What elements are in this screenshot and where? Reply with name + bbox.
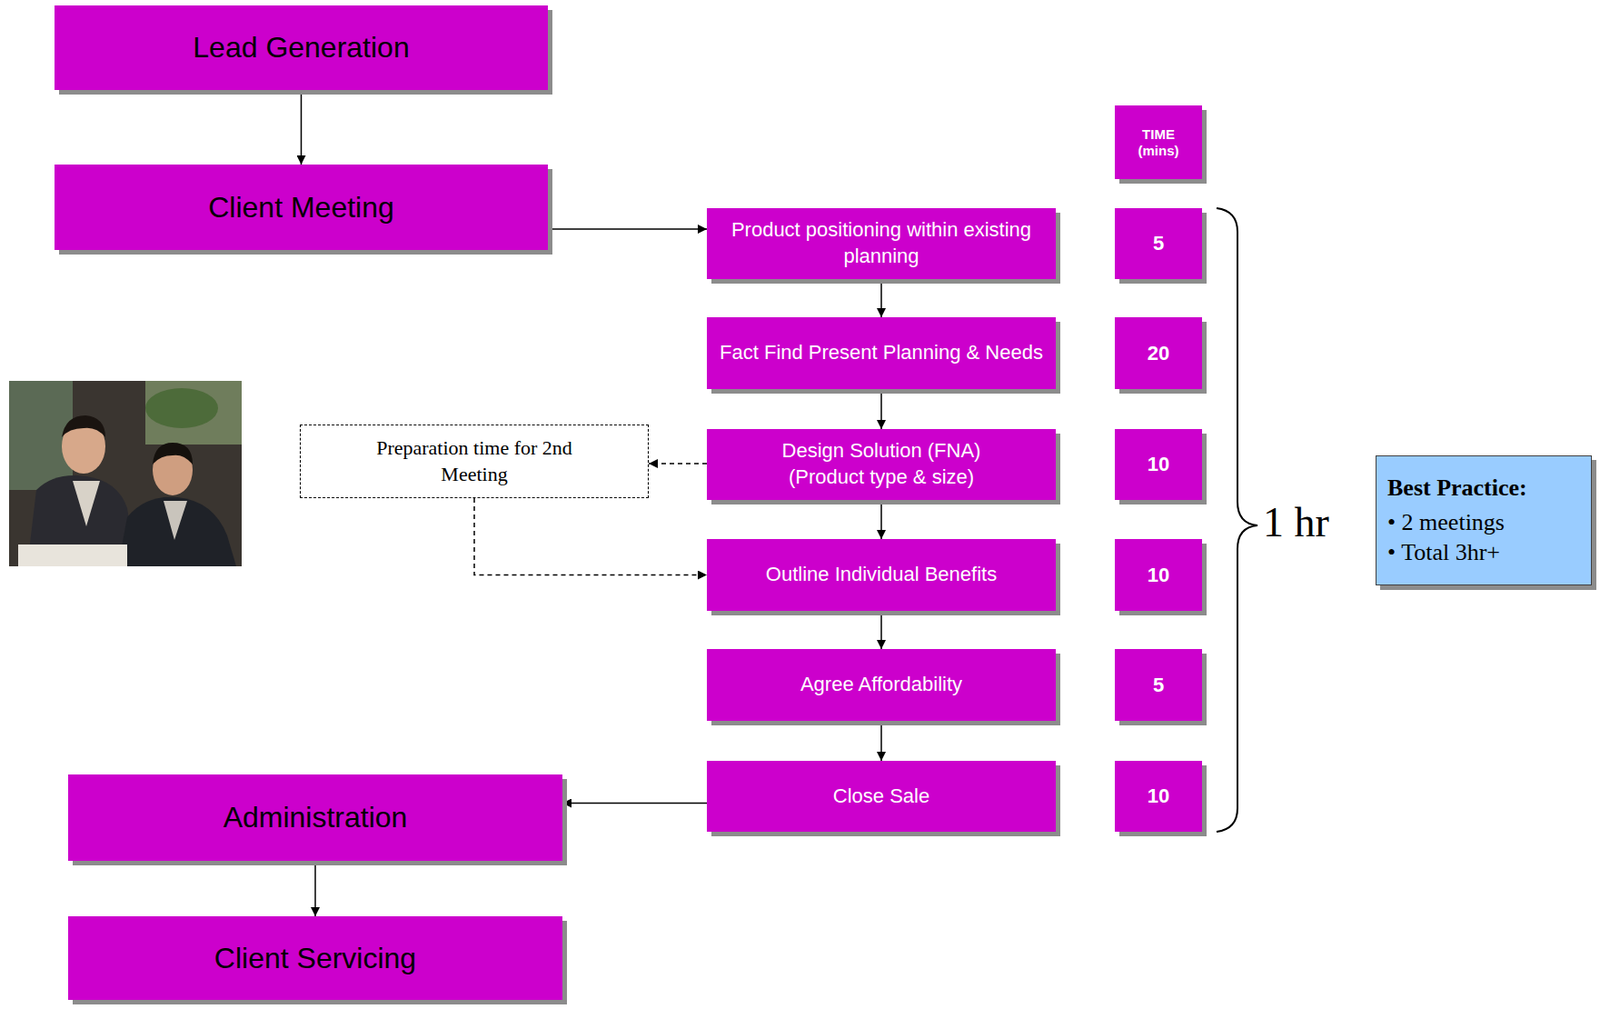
photo-papers [18, 544, 128, 567]
duration-label: 1 hr [1262, 497, 1330, 547]
dashed-arrow [474, 497, 707, 576]
person-left-hair [61, 415, 106, 438]
box-text: Design Solution (FNA) (Product type & si… [758, 437, 1004, 490]
time-box: 10 [1114, 760, 1203, 832]
stage-box: Administration [68, 774, 563, 861]
time-box: 5 [1114, 648, 1203, 721]
box-line: • 2 meetings [1387, 506, 1505, 538]
time-box: 20 [1114, 317, 1203, 389]
box-text: Fact Find Present Planning & Needs [719, 339, 1044, 367]
box-text: Preparation time for 2nd Meeting [374, 435, 575, 487]
box-text: 10 [1147, 784, 1170, 808]
column-header: TIME (mins) [1114, 105, 1203, 179]
flow-arrow [880, 499, 883, 539]
box-text: Product positioning within existing plan… [717, 217, 1045, 269]
person-left-shirt [72, 480, 100, 527]
process-box: Fact Find Present Planning & Needs [706, 317, 1056, 389]
flow-arrow [300, 89, 303, 165]
meeting-photo [9, 380, 242, 567]
photo-leaves [145, 387, 219, 428]
flow-arrow [880, 278, 883, 318]
process-box: Close Sale [706, 760, 1056, 832]
stage-box: Lead Generation [54, 5, 548, 90]
photo-background [9, 380, 242, 567]
flow-arrow [547, 228, 707, 230]
time-box: 10 [1114, 428, 1203, 500]
box-text: 5 [1152, 673, 1164, 697]
flow-arrow [880, 388, 883, 429]
flow-arrow [880, 610, 883, 649]
process-box: Design Solution (FNA) (Product type & si… [706, 428, 1056, 500]
box-text: Agree Affordability [800, 671, 963, 698]
process-box: Outline Individual Benefits [706, 538, 1056, 611]
box-text: Administration [223, 800, 408, 835]
flow-arrow [562, 802, 707, 805]
flow-arrow [880, 720, 883, 761]
box-text: Best Practice: [1387, 472, 1528, 504]
stage-box: Client Servicing [68, 915, 563, 1000]
box-text: Outline Individual Benefits [765, 561, 997, 588]
box-text: Lead Generation [192, 30, 409, 65]
person-right-shirt [163, 500, 188, 540]
note-box: Preparation time for 2nd Meeting [299, 424, 649, 498]
process-box: Product positioning within existing plan… [706, 208, 1056, 279]
flow-arrow [314, 860, 317, 916]
best-practice-box: Best Practice:• 2 meetings• Total 3hr+ [1375, 455, 1592, 586]
time-box: 10 [1114, 538, 1203, 611]
box-line: • Total 3hr+ [1387, 536, 1501, 568]
box-text: Close Sale [833, 783, 930, 810]
box-text: 5 [1152, 231, 1164, 256]
box-text: 10 [1147, 452, 1170, 477]
process-box: Agree Affordability [706, 648, 1056, 721]
box-text: TIME (mins) [1125, 126, 1192, 160]
brace-path [1216, 208, 1258, 832]
photo-plant [145, 380, 242, 445]
box-text: Client Meeting [208, 190, 395, 225]
time-box: 5 [1114, 208, 1203, 279]
person-right-hair [152, 442, 193, 465]
box-text: Client Servicing [214, 941, 417, 975]
dashed-arrow [648, 462, 707, 465]
box-text: 10 [1147, 563, 1170, 587]
stage-box: Client Meeting [54, 164, 548, 250]
box-text: 20 [1147, 341, 1170, 366]
person-right-body [118, 496, 237, 567]
